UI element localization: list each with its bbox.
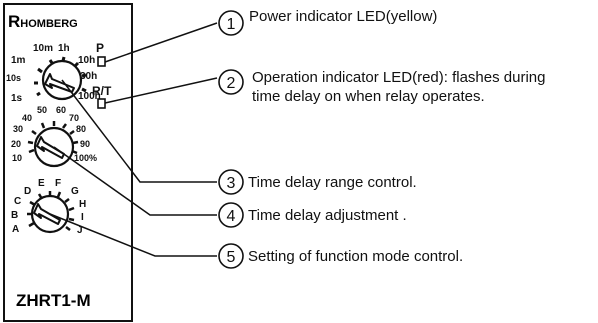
callout-1-text: Power indicator LED(yellow) [249,8,437,25]
callout-2: 2 Operation indicator LED(red): flashes … [218,69,545,105]
callout-3-circle [218,169,244,195]
leader-line-1 [104,22,218,63]
mode-label-d: D [24,186,31,197]
leader-line-5 [49,213,217,257]
mode-dial[interactable]: A B C D E F G H I J [11,178,86,236]
adjust-dial[interactable]: 10 20 30 40 50 60 70 80 90 100% [11,105,97,168]
range-label-10s: 10s [6,73,21,83]
adjust-label-90: 90 [80,139,90,149]
callout-5-text: Setting of function mode control. [248,248,463,265]
adjust-label-100: 100% [74,153,97,163]
callout-5: 5 Setting of function mode control. [218,243,463,269]
range-dial[interactable]: 1s 10s 1m 10m 1h 10h 30h 100h [6,43,101,104]
brand-initial: R [8,12,20,31]
callout-2-text-line1: Operation indicator LED(red): flashes du… [252,69,545,86]
leader-line-3 [61,79,217,183]
callout-2-text-line2: time delay on when relay operates. [252,88,485,105]
range-label-100h: 100h [78,91,101,102]
mode-dial-ticks [27,191,75,231]
mode-label-a: A [12,224,19,235]
operation-led [97,98,106,109]
callout-4-number: 4 [227,208,236,225]
range-label-30h: 30h [80,71,97,82]
brand-logo: RHOMBERG [8,12,78,31]
adjust-label-50: 50 [37,105,47,115]
range-label-1h: 1h [58,43,70,54]
adjust-label-20: 20 [11,139,21,149]
led-rt-label: R/T [92,84,112,98]
power-led [97,56,106,67]
mode-label-g: G [71,186,79,197]
callout-1: 1 Power indicator LED(yellow) [218,8,437,36]
mode-label-h: H [79,199,86,210]
callout-3-text: Time delay range control. [248,174,417,191]
adjust-label-70: 70 [69,113,79,123]
leader-line-4 [53,146,217,216]
range-label-1s: 1s [11,93,23,104]
callout-1-circle [218,10,244,36]
leader-lines [49,22,218,257]
range-label-10m: 10m [33,43,53,54]
model-label: ZHRT1-M [16,291,91,310]
device-panel: RHOMBERG P R/T 1s 10s 1m [3,3,133,322]
adjust-label-40: 40 [22,113,32,123]
adjust-dial-pointer-icon [36,136,65,159]
mode-label-c: C [14,196,21,207]
adjust-label-60: 60 [56,105,66,115]
callout-5-circle [218,243,244,269]
callout-3-number: 3 [227,175,236,192]
mode-dial-pointer-icon [33,203,61,225]
adjust-label-10: 10 [12,153,22,163]
brand-rest: HOMBERG [20,18,77,30]
mode-label-j: J [77,225,83,236]
mode-label-i: I [81,212,84,223]
callout-3: 3 Time delay range control. [218,169,417,195]
range-dial-pointer-icon [44,73,75,93]
leader-line-2 [104,77,218,104]
callout-4-circle [218,202,244,228]
range-label-10h: 10h [78,55,95,66]
mode-label-b: B [11,210,18,221]
callout-5-number: 5 [227,249,236,266]
led-p-label: P [96,41,104,55]
callout-4-text: Time delay adjustment . [248,207,407,224]
mode-label-e: E [38,178,45,189]
callout-2-number: 2 [227,75,236,92]
adjust-label-30: 30 [13,124,23,134]
callout-4: 4 Time delay adjustment . [218,202,407,228]
adjust-label-80: 80 [76,124,86,134]
panel-outline [3,3,133,322]
range-label-1m: 1m [11,55,26,66]
mode-label-f: F [55,178,61,189]
callout-1-number: 1 [227,16,236,33]
callout-2-circle [218,69,244,95]
